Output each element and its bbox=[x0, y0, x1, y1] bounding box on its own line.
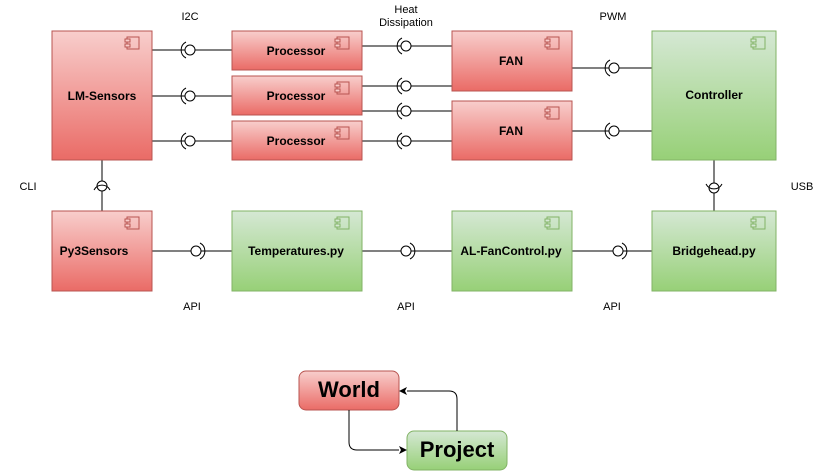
label-i2c: I2C bbox=[181, 11, 198, 23]
label-api-3: API bbox=[603, 301, 621, 313]
legend-arrow-project-to-world bbox=[407, 390, 458, 431]
legend-project-label: Project bbox=[420, 437, 495, 462]
component-py3sensors[interactable]: Py3Sensors bbox=[51, 210, 153, 292]
socket-api-1-icon bbox=[190, 242, 206, 260]
component-processor-2[interactable]: Processor bbox=[231, 75, 363, 116]
socket-heat-1-icon bbox=[396, 37, 412, 55]
component-temperatures[interactable]: Temperatures.py bbox=[231, 210, 363, 292]
interface-sockets bbox=[93, 37, 723, 260]
label-api-2: API bbox=[397, 301, 415, 313]
legend-arrowhead-2 bbox=[399, 387, 407, 395]
py3sensors-label: Py3Sensors bbox=[60, 244, 129, 258]
component-controller[interactable]: Controller bbox=[651, 30, 777, 161]
processor-1-label: Processor bbox=[267, 44, 326, 58]
component-lm-sensors[interactable]: LM-Sensors bbox=[51, 30, 153, 161]
al-fancontrol-label: AL-FanControl.py bbox=[460, 244, 562, 258]
component-fan-1[interactable]: FAN bbox=[451, 30, 573, 92]
legend-project: Project bbox=[406, 430, 508, 471]
socket-api-3-icon bbox=[612, 242, 628, 260]
processor-3-label: Processor bbox=[267, 134, 326, 148]
component-bridgehead[interactable]: Bridgehead.py bbox=[651, 210, 777, 292]
processor-2-label: Processor bbox=[267, 89, 326, 103]
socket-heat-4-icon bbox=[396, 132, 412, 150]
legend-arrow-world-to-project bbox=[348, 410, 399, 451]
legend: World Project bbox=[298, 370, 508, 471]
controller-label: Controller bbox=[685, 88, 743, 102]
label-heat-dissipation-line1: Heat bbox=[394, 4, 417, 16]
component-al-fancontrol[interactable]: AL-FanControl.py bbox=[451, 210, 573, 292]
socket-i2c-1-icon bbox=[180, 41, 196, 59]
label-pwm: PWM bbox=[600, 11, 627, 23]
component-fan-2[interactable]: FAN bbox=[451, 100, 573, 161]
fan-1-label: FAN bbox=[499, 54, 523, 68]
socket-heat-2-icon bbox=[396, 77, 412, 95]
component-processor-3[interactable]: Processor bbox=[231, 120, 363, 161]
socket-i2c-2-icon bbox=[180, 87, 196, 105]
fan-2-label: FAN bbox=[499, 124, 523, 138]
interface-labels: I2C Heat Dissipation PWM CLI USB API API… bbox=[19, 4, 813, 313]
label-heat-dissipation-line2: Dissipation bbox=[379, 17, 433, 29]
socket-i2c-3-icon bbox=[180, 132, 196, 150]
label-api-1: API bbox=[183, 301, 201, 313]
socket-usb-icon bbox=[705, 182, 723, 194]
legend-world: World bbox=[298, 370, 400, 411]
socket-pwm-2-icon bbox=[604, 122, 620, 140]
connector-lines bbox=[101, 45, 715, 252]
socket-pwm-1-icon bbox=[604, 59, 620, 77]
legend-world-label: World bbox=[318, 377, 380, 402]
lm-sensors-label: LM-Sensors bbox=[68, 89, 137, 103]
legend-arrowhead-1 bbox=[399, 446, 407, 454]
socket-cli-icon bbox=[93, 180, 111, 192]
component-processor-1[interactable]: Processor bbox=[231, 30, 363, 71]
socket-api-2-icon bbox=[400, 242, 416, 260]
label-usb: USB bbox=[791, 181, 814, 193]
label-cli: CLI bbox=[19, 181, 36, 193]
socket-heat-3-icon bbox=[396, 102, 412, 120]
bridgehead-label: Bridgehead.py bbox=[672, 244, 756, 258]
temperatures-label: Temperatures.py bbox=[248, 244, 344, 258]
